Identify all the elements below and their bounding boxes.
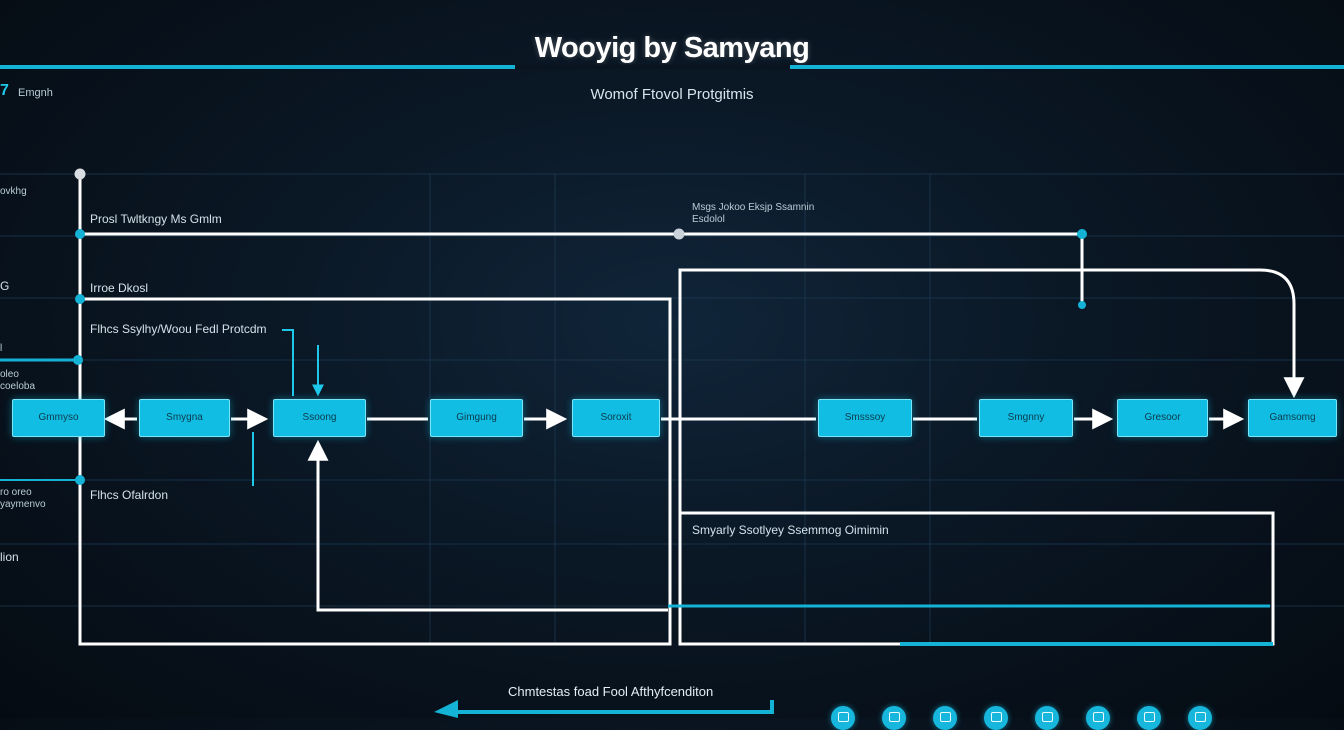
edge-label: oleo [0,369,19,380]
feedback-connector [307,439,668,612]
process-node[interactable]: Soroxit [572,399,660,437]
app-icon[interactable] [933,706,957,730]
loop-connector [678,268,1305,644]
footer-arrow-head [434,700,458,718]
brand-logo-icon: 7 [0,82,9,99]
connector-dots [73,168,1087,485]
process-node[interactable]: Ssoong [273,399,366,437]
group-frame [78,297,672,646]
lane-label: Esdolol [692,214,725,225]
edge-label: ovkhg [0,186,27,197]
footer-arrow [452,700,774,714]
lane-label: Smyarly Ssotlyey Ssemmog Oimimin [692,523,889,537]
edge-label: yaymenvo [0,499,46,510]
process-node[interactable]: Smgnny [979,399,1073,437]
lane-label: Prosl Twltkngy Ms Gmlm [90,212,222,226]
lane-label: Irroe Dkosl [90,281,149,295]
process-node[interactable]: Gamsomg [1248,399,1337,437]
app-icon[interactable] [831,706,855,730]
app-icon[interactable] [1086,706,1110,730]
process-node[interactable]: Gresoor [1117,399,1208,437]
edge-label: ro oreo [0,487,32,498]
lane-label: Flhcs Ssylhy/Woou Fedl Protcdm [90,322,267,336]
app-icon[interactable] [1188,706,1212,730]
process-node[interactable]: Gimgung [430,399,523,437]
footer-label: Chmtestas foad Fool Afthyfcenditon [508,684,714,699]
edge-label: l [0,343,3,354]
brand-label: Emgnh [18,87,53,99]
page-subtitle: Womof Ftovol Protgitmis [590,86,754,103]
lane-label: Msgs Jokoo Eksjp Ssamnin [692,202,815,213]
page-title: Wooyig by Samyang [534,32,810,64]
process-node[interactable]: Gmmyso [12,399,105,437]
app-icon[interactable] [1137,706,1161,730]
app-icon[interactable] [1035,706,1059,730]
process-node[interactable]: Smygna [139,399,230,437]
edge-label: lion [0,550,19,564]
cyan-connector [282,329,294,396]
edge-label: G [0,279,10,293]
app-icon[interactable] [984,706,1008,730]
background-grid [0,173,1344,645]
edge-label: coeloba [0,381,36,392]
lane-label: Flhcs Ofalrdon [90,488,169,502]
process-node[interactable]: Smsssoy [818,399,912,437]
app-icon[interactable] [882,706,906,730]
